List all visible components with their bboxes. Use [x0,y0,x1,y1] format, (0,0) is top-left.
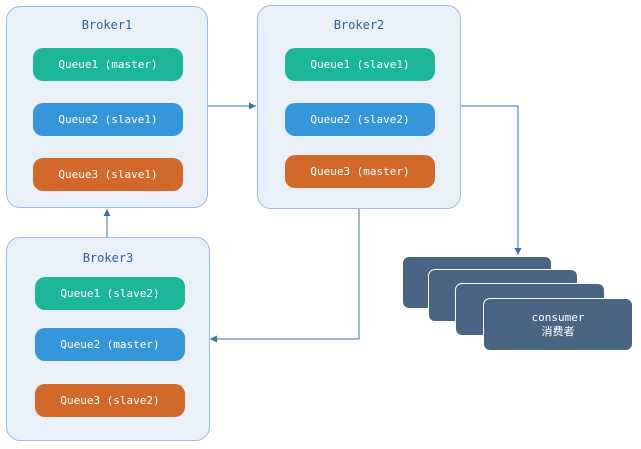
broker3-box: Broker3 Queue1 (slave2) Queue2 (master) … [6,237,210,441]
consumer-card-front: consumer 消费者 [483,298,633,351]
broker2-queue3: Queue3 (master) [285,155,435,188]
broker2-title: Broker2 [333,18,385,32]
broker1-title: Broker1 [81,18,133,32]
broker1-queue2: Queue2 (slave1) [33,103,183,136]
arrow-broker2-to-consumer [461,105,522,255]
consumer-label-en: consumer [531,311,585,324]
broker1-box: Broker1 Queue1 (master) Queue2 (slave1) … [6,6,208,208]
broker1-queue3: Queue3 (slave1) [33,158,183,191]
broker3-queue3: Queue3 (slave2) [35,384,185,417]
broker2-box: Broker2 Queue1 (slave1) Queue2 (slave2) … [257,5,461,209]
consumer-label-zh: 消费者 [541,325,575,338]
arrow-broker2-to-broker3 [210,209,360,343]
broker2-queue2: Queue2 (slave2) [285,103,435,136]
broker3-queue2: Queue2 (master) [35,328,185,361]
broker1-queue1: Queue1 (master) [33,48,183,81]
broker3-title: Broker3 [82,251,134,265]
broker2-queue1: Queue1 (slave1) [285,48,435,81]
broker3-queue1: Queue1 (slave2) [35,277,185,310]
